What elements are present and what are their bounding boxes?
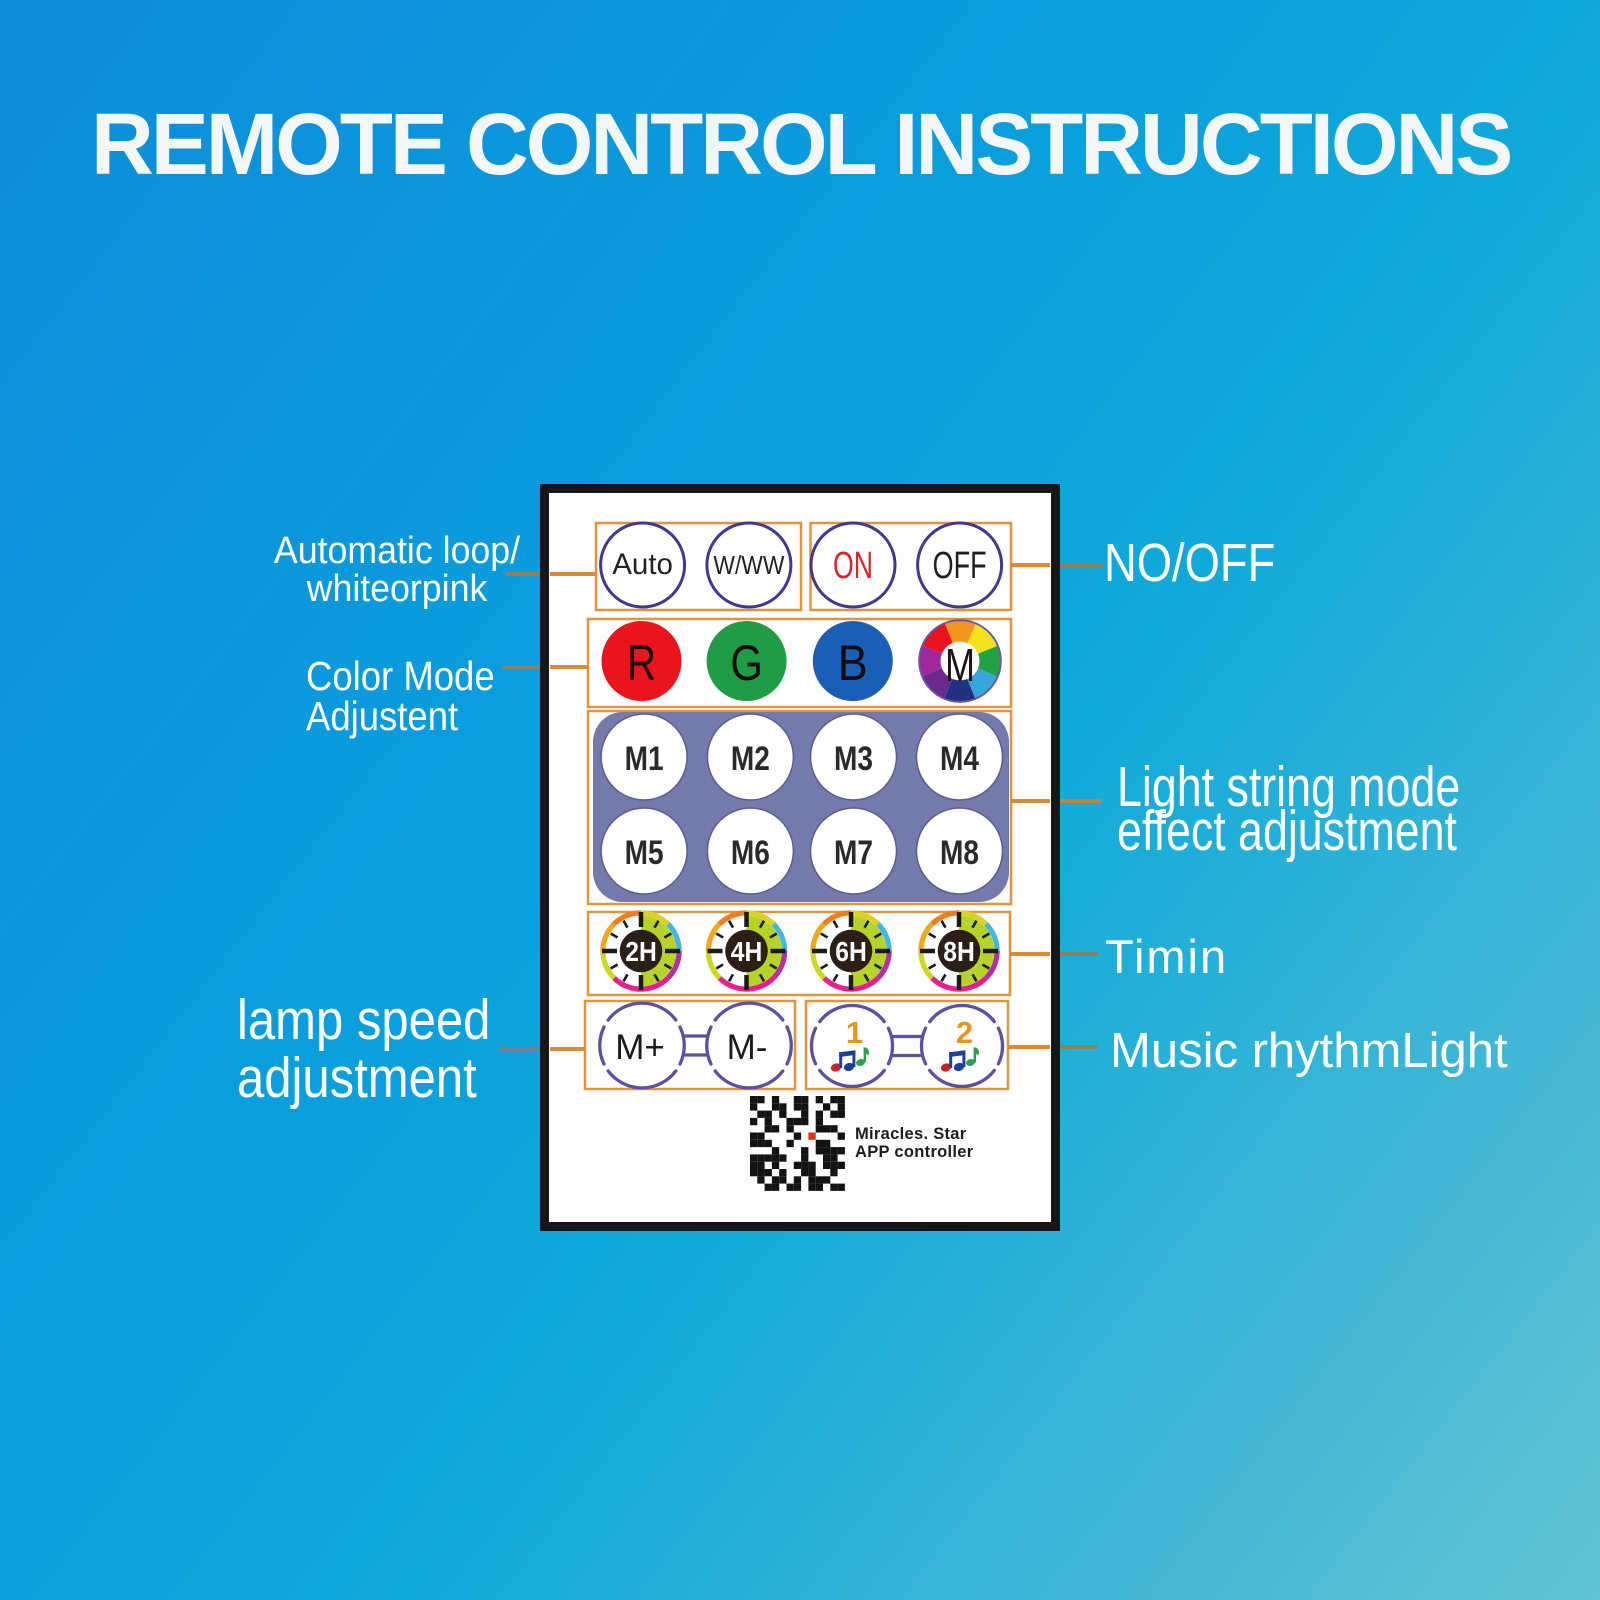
svg-text:8H: 8H xyxy=(943,936,975,967)
svg-text:OFF: OFF xyxy=(933,545,987,587)
svg-text:2H: 2H xyxy=(625,936,657,967)
svg-text:Miracles. Star: Miracles. Star xyxy=(855,1125,967,1143)
svg-text:M+: M+ xyxy=(615,1028,665,1067)
svg-text:M6: M6 xyxy=(731,834,770,872)
svg-text:M-: M- xyxy=(727,1028,768,1067)
svg-text:M1: M1 xyxy=(625,740,664,778)
svg-text:M2: M2 xyxy=(731,740,770,778)
svg-text:M: M xyxy=(945,639,975,691)
svg-text:4H: 4H xyxy=(731,936,763,967)
svg-text:G: G xyxy=(730,635,763,691)
svg-text:M8: M8 xyxy=(940,834,979,872)
svg-text:2: 2 xyxy=(956,1015,973,1050)
svg-text:R: R xyxy=(627,635,656,691)
svg-text:M4: M4 xyxy=(940,740,979,778)
svg-text:M5: M5 xyxy=(625,834,664,872)
svg-text:6H: 6H xyxy=(835,936,867,967)
svg-text:M7: M7 xyxy=(834,834,873,872)
svg-text:W/WW: W/WW xyxy=(713,550,784,580)
svg-text:ON: ON xyxy=(833,545,873,587)
svg-text:M3: M3 xyxy=(834,740,873,778)
svg-text:Auto: Auto xyxy=(612,548,673,581)
svg-text:1: 1 xyxy=(846,1015,863,1050)
svg-text:B: B xyxy=(838,635,868,691)
svg-text:APP controller: APP controller xyxy=(855,1143,974,1161)
